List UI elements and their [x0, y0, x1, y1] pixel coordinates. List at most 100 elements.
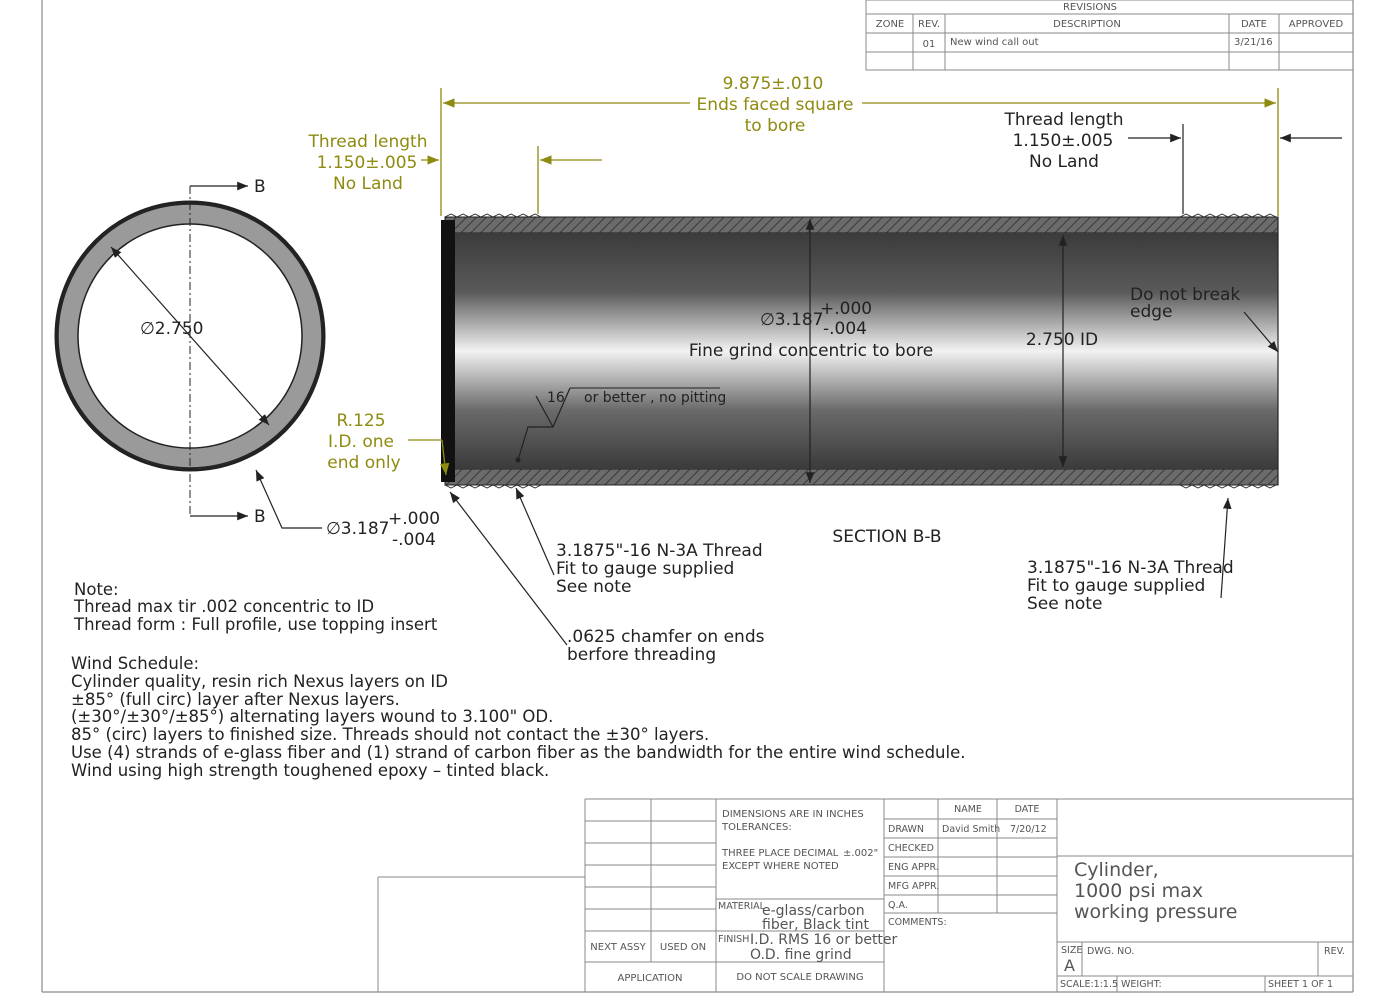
- sheet-border: [41, 0, 1354, 993]
- name-header: NAME: [954, 804, 982, 815]
- section-view: [441, 213, 1279, 489]
- notes-heading: Note:: [74, 580, 119, 599]
- size-value: A: [1064, 956, 1075, 975]
- date-header: DATE: [1015, 804, 1040, 815]
- overall-dim-3: to bore: [745, 116, 806, 136]
- edge-note-2: edge: [1130, 302, 1173, 322]
- wind-line-5: Use (4) strands of e-glass fiber and (1)…: [71, 743, 966, 762]
- title-block: DIMENSIONS ARE IN INCHES TOLERANCES: THR…: [377, 798, 1353, 992]
- rev-row-rev: 01: [923, 39, 936, 50]
- thread-left-3: No Land: [333, 174, 403, 194]
- tolerance-value: ±.002": [843, 848, 878, 859]
- notes-line-1: Thread max tir .002 concentric to ID: [73, 597, 374, 616]
- drawn-date: 7/20/12: [1010, 824, 1047, 835]
- wind-line-2: ±85° (full circ) layer after Nexus layer…: [71, 690, 400, 709]
- radius-note-2: I.D. one: [328, 432, 394, 452]
- thread-callout-right-1: 3.1875"-16 N-3A Thread: [1027, 558, 1234, 578]
- rev-col-rev: REV.: [918, 19, 940, 30]
- rev-col-approved: APPROVED: [1289, 19, 1344, 30]
- finish-value-2: O.D. fine grind: [750, 947, 852, 963]
- section-letter-top: B: [254, 177, 266, 197]
- end-view: B B ∅2.750 ∅3.187 +.000 -.004: [54, 177, 440, 550]
- rev-row-date: 3/21/16: [1234, 37, 1273, 48]
- wind-line-3: (±30°/±30°/±85°) alternating layers woun…: [71, 707, 553, 726]
- application-label: APPLICATION: [618, 973, 683, 984]
- tolerance-note-2: EXCEPT WHERE NOTED: [722, 861, 839, 872]
- material-value-2: fiber, Black tint: [762, 917, 870, 933]
- do-not-scale: DO NOT SCALE DRAWING: [736, 972, 863, 983]
- chamfer-note-2: berfore threading: [567, 645, 716, 665]
- thread-left-1: Thread length: [307, 132, 427, 152]
- dims-note-2: TOLERANCES:: [721, 822, 792, 833]
- rev-col-date: DATE: [1241, 19, 1267, 30]
- title-line-3: working pressure: [1074, 901, 1237, 923]
- edge-note-1: Do not break: [1130, 285, 1240, 305]
- wind-heading: Wind Schedule:: [71, 654, 199, 673]
- size-label: SIZE: [1061, 945, 1082, 956]
- right-thread-dimension: [1128, 124, 1342, 214]
- circle-od-dim: ∅3.187: [326, 519, 389, 539]
- wind-line-4: 85° (circ) layers to finished size. Thre…: [71, 725, 709, 744]
- od-tol-plus: +.000: [820, 299, 872, 319]
- revisions-table: REVISIONS ZONE REV. DESCRIPTION DATE APP…: [865, 0, 1354, 71]
- rev-row-description: New wind call out: [950, 37, 1039, 48]
- weight-label: WEIGHT:: [1121, 979, 1162, 990]
- comments-label: COMMENTS:: [888, 917, 947, 928]
- rev-label: REV.: [1324, 946, 1345, 957]
- thread-right-1: Thread length: [1003, 110, 1123, 130]
- thread-callout-left-3: See note: [556, 577, 631, 597]
- notes-line-2: Thread form : Full profile, use topping …: [73, 615, 438, 634]
- dims-note-1: DIMENSIONS ARE IN INCHES: [722, 809, 864, 820]
- mfg-appr-label: MFG APPR.: [888, 881, 939, 892]
- wind-line-6: Wind using high strength toughened epoxy…: [71, 761, 549, 780]
- thread-callout-right-2: Fit to gauge supplied: [1027, 576, 1205, 596]
- scale-label: SCALE:1:1.5: [1060, 979, 1118, 990]
- radius-note-3: end only: [327, 453, 400, 473]
- circle-od-tol-minus: -.004: [392, 530, 436, 550]
- finish-note: or better , no pitting: [584, 390, 726, 406]
- material-value-1: e-glass/carbon: [762, 903, 865, 919]
- wind-line-1: Cylinder quality, resin rich Nexus layer…: [71, 672, 448, 691]
- thread-callout-right-3: See note: [1027, 594, 1102, 614]
- rev-col-description: DESCRIPTION: [1053, 19, 1121, 30]
- title-line-2: 1000 psi max: [1074, 880, 1203, 902]
- next-assy-label: NEXT ASSY: [590, 942, 646, 953]
- finish-value-1: I.D. RMS 16 or better: [750, 932, 898, 948]
- rev-col-zone: ZONE: [876, 19, 905, 30]
- revisions-heading: REVISIONS: [1063, 2, 1117, 13]
- sheet-label: SHEET 1 OF 1: [1268, 979, 1333, 990]
- wind-schedule: Wind Schedule: Cylinder quality, resin r…: [71, 654, 966, 780]
- checked-label: CHECKED: [888, 843, 934, 854]
- tolerance-note-1: THREE PLACE DECIMAL: [721, 848, 839, 859]
- overall-dim-2: Ends faced square: [697, 95, 854, 115]
- callout-leaders: [449, 487, 1232, 646]
- section-letter-bottom: B: [254, 507, 266, 527]
- thread-left-2: 1.150±.005: [317, 153, 418, 173]
- overall-dim-1: 9.875±.010: [723, 74, 824, 94]
- finish-label: FINISH: [718, 934, 749, 945]
- section-label: SECTION B-B: [832, 527, 941, 547]
- qa-label: Q.A.: [888, 900, 908, 911]
- thread-right-3: No Land: [1029, 152, 1099, 172]
- radius-note-1: R.125: [336, 411, 385, 431]
- chamfer-note-1: .0625 chamfer on ends: [567, 627, 765, 647]
- notes-block: Note: Thread max tir .002 concentric to …: [73, 580, 438, 634]
- finish-symbol-value: 16: [547, 390, 565, 406]
- od-main-dim: ∅3.187: [760, 310, 823, 330]
- drawn-label: DRAWN: [888, 824, 924, 835]
- thread-callout-left-1: 3.1875"-16 N-3A Thread: [556, 541, 763, 561]
- od-tol-minus: -.004: [823, 319, 867, 339]
- dwg-no-label: DWG. NO.: [1087, 946, 1134, 957]
- overall-length-dimension: [408, 88, 1279, 476]
- used-on-label: USED ON: [660, 942, 706, 953]
- id-label: 2.750 ID: [1026, 330, 1098, 350]
- thread-right-2: 1.150±.005: [1013, 131, 1114, 151]
- circle-id-dim: ∅2.750: [140, 319, 203, 339]
- thread-callout-left-2: Fit to gauge supplied: [556, 559, 734, 579]
- od-note: Fine grind concentric to bore: [689, 341, 933, 361]
- circle-od-tol-plus: +.000: [388, 509, 440, 529]
- title-line-1: Cylinder,: [1074, 859, 1159, 881]
- material-label: MATERIAL: [718, 901, 766, 912]
- eng-appr-label: ENG APPR.: [888, 862, 939, 873]
